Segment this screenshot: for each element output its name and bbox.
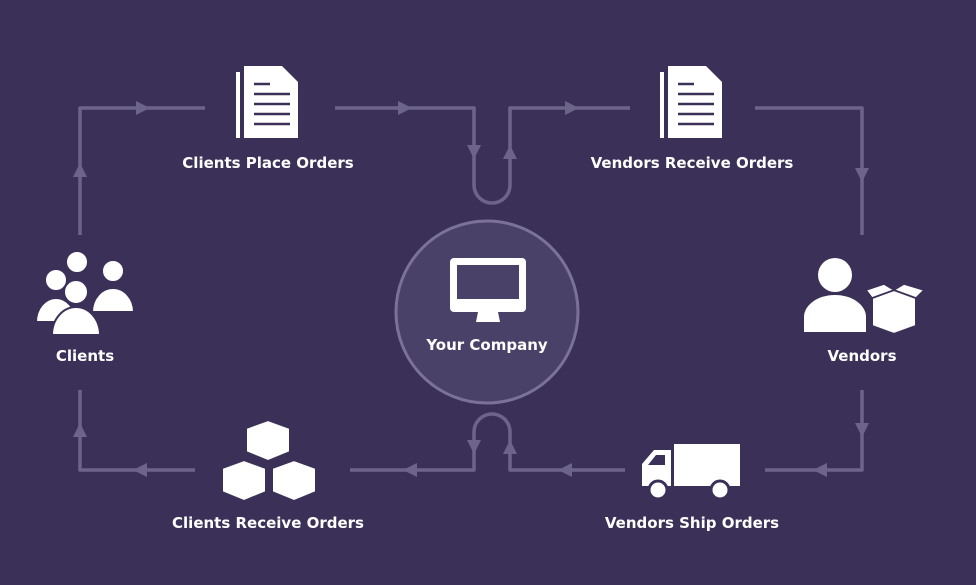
boxes-icon xyxy=(221,418,317,503)
people-group-icon xyxy=(34,250,136,336)
connector-vendors-to-ship xyxy=(765,390,864,472)
node-label-clients-receive-orders: Clients Receive Orders xyxy=(172,514,364,532)
connector-clients-to-place xyxy=(78,106,205,235)
node-label-clients: Clients xyxy=(55,347,115,365)
connector-receive-to-clients xyxy=(78,390,195,472)
monitor-icon xyxy=(450,258,526,322)
person-box-icon xyxy=(804,258,926,336)
node-label-your-company: Your Company xyxy=(426,336,548,354)
connector-ship-to-company-to-clients xyxy=(350,412,625,472)
node-label-vendors-ship-orders: Vendors Ship Orders xyxy=(604,514,780,532)
node-label-vendors-receive-orders: Vendors Receive Orders xyxy=(590,154,794,172)
connector-vendors-receive-to-vendors xyxy=(755,106,864,235)
node-label-vendors: Vendors xyxy=(827,347,897,365)
document-icon xyxy=(660,66,722,138)
connector-place-to-company-to-vendors xyxy=(335,106,630,205)
node-label-clients-place-orders: Clients Place Orders xyxy=(182,154,354,172)
truck-icon xyxy=(642,444,740,501)
document-icon xyxy=(236,66,298,138)
